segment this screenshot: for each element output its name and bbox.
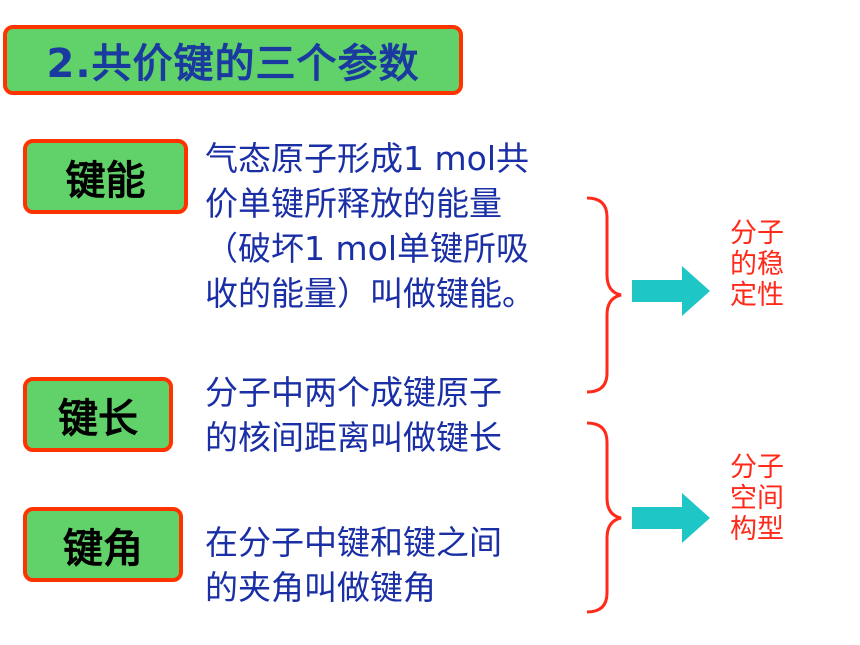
- description-line: 价单键所释放的能量: [205, 184, 502, 223]
- right-brace-icon: [586, 421, 622, 614]
- result-molecular-geometry: 分子 空间 构型: [717, 452, 797, 545]
- result-line: 定性: [730, 280, 784, 311]
- description-line: 气态原子形成1 mol共: [205, 139, 529, 178]
- description-line: 收的能量）叫做键能。: [205, 274, 535, 313]
- result-line: 分子: [730, 452, 784, 483]
- title-box: 2.共价键的三个参数: [3, 25, 463, 95]
- description-bond-length: 分子中两个成键原子 的核间距离叫做键长: [205, 370, 502, 460]
- description-line: 的核间距离叫做键长: [205, 418, 502, 457]
- result-line: 空间: [730, 483, 784, 514]
- result-line: 构型: [730, 514, 784, 545]
- description-line: （破坏1 mol单键所吸: [205, 229, 529, 268]
- label-bond-length: 键长: [23, 377, 173, 452]
- description-line: 的夹角叫做键角: [205, 568, 436, 607]
- result-line: 的稳: [730, 249, 784, 280]
- label-bond-angle-text: 键角: [63, 525, 143, 572]
- description-bond-angle: 在分子中键和键之间 的夹角叫做键角: [205, 520, 502, 610]
- result-molecular-stability: 分子 的稳 定性: [717, 218, 797, 311]
- label-bond-energy: 键能: [23, 139, 188, 214]
- right-arrow-icon: [632, 266, 710, 316]
- result-line: 分子: [730, 218, 784, 249]
- right-brace-icon: [586, 196, 622, 394]
- description-line: 分子中两个成键原子: [205, 373, 502, 412]
- description-bond-energy: 气态原子形成1 mol共 价单键所释放的能量 （破坏1 mol单键所吸 收的能量…: [205, 136, 535, 316]
- page-title: 2.共价键的三个参数: [46, 41, 420, 87]
- label-bond-energy-text: 键能: [65, 157, 146, 204]
- label-bond-angle: 键角: [23, 507, 183, 582]
- label-bond-length-text: 键长: [58, 395, 138, 442]
- right-arrow-icon: [632, 493, 710, 543]
- description-line: 在分子中键和键之间: [205, 523, 502, 562]
